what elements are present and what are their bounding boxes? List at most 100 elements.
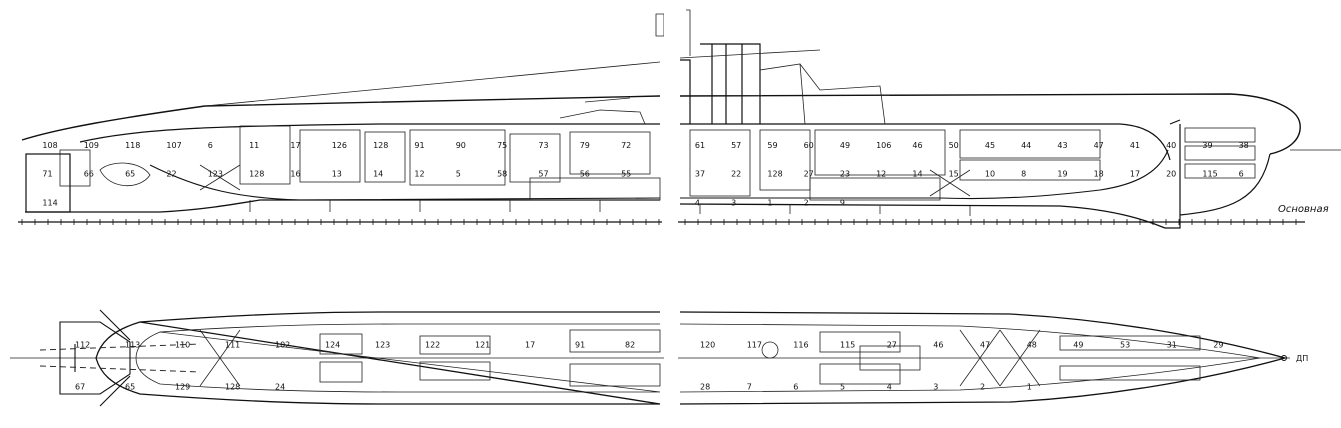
callout-label: 15	[949, 170, 959, 179]
callout-label: 108	[42, 141, 57, 150]
callout-label: 72	[621, 141, 631, 150]
callout-label: 126	[332, 141, 347, 150]
callout-label: 114	[42, 198, 57, 207]
callout-label: 23	[840, 170, 850, 179]
callout-label: 82	[625, 340, 635, 349]
callout-label: 5	[456, 170, 461, 179]
callout-label: 90	[456, 141, 466, 150]
callout-label: 7	[747, 382, 752, 391]
bow-form	[1165, 119, 1271, 229]
callout-label: 49	[1073, 340, 1083, 349]
callout-label: 2	[804, 198, 809, 207]
callout-label: 27	[804, 170, 814, 179]
stern-fin	[99, 162, 151, 187]
callout-label: 65	[125, 382, 135, 391]
callout-label: 17	[1130, 170, 1140, 179]
callout-label: 6	[208, 141, 213, 150]
callout-label: 22	[731, 170, 741, 179]
callout-label: 122	[425, 340, 440, 349]
callout-label: 123	[208, 170, 223, 179]
callout-label: 1	[1027, 382, 1032, 391]
callout-label: 16	[290, 170, 300, 179]
callout-label: 128	[767, 170, 782, 179]
callout-label: 56	[580, 170, 590, 179]
callout-label: 27	[887, 340, 897, 349]
callout-label: 110	[175, 340, 190, 349]
callout-label: 44	[1021, 141, 1031, 150]
callout-label: 91	[414, 141, 424, 150]
callout-label: 118	[125, 141, 140, 150]
callout-label: 1	[767, 198, 772, 207]
callout-label: 22	[166, 170, 176, 179]
callout-label: 37	[695, 170, 705, 179]
callout-label: 13	[332, 170, 342, 179]
callout-label: 116	[793, 340, 808, 349]
stern-planes	[59, 309, 131, 407]
callout-label: 3	[933, 382, 938, 391]
callout-label: 46	[912, 141, 922, 150]
baseline-label: Основная	[1278, 204, 1329, 215]
stern-compartment	[59, 149, 91, 187]
conning-tower	[680, 43, 761, 124]
callout-label: 91	[575, 340, 585, 349]
callout-label: 49	[840, 141, 850, 150]
callout-label: 121	[475, 340, 490, 349]
callout-label: 8	[1021, 170, 1026, 179]
callout-label: 38	[1239, 141, 1249, 150]
callout-label: 57	[731, 141, 741, 150]
callout-label: 41	[1130, 141, 1140, 150]
plan-compartments	[199, 329, 1201, 387]
callout-label: 65	[125, 170, 135, 179]
callout-label: 14	[373, 170, 383, 179]
frame-ticks	[21, 219, 1297, 225]
bridge-fairing	[759, 63, 886, 125]
callout-label: 31	[1167, 340, 1177, 349]
callout-label: 58	[497, 170, 507, 179]
callout-label: 107	[166, 141, 181, 150]
callout-label: 47	[1094, 141, 1104, 150]
callout-label: 19	[1057, 170, 1067, 179]
callout-label: 14	[912, 170, 922, 179]
callout-label: 60	[804, 141, 814, 150]
callout-label: 18	[1094, 170, 1104, 179]
callout-label: 59	[767, 141, 777, 150]
callout-label: 53	[1120, 340, 1130, 349]
plan-pressure-hull	[135, 323, 1261, 393]
bow-stem-point	[1281, 355, 1287, 361]
callout-label: 11	[249, 141, 259, 150]
sheet-split-gap	[664, 0, 678, 424]
callout-label: 109	[84, 141, 99, 150]
callout-label: 120	[700, 340, 715, 349]
callout-label: 115	[840, 340, 855, 349]
callout-label: 67	[75, 382, 85, 391]
stern-rudder-box	[25, 153, 71, 213]
callout-label: 61	[695, 141, 705, 150]
callout-label: 2	[980, 382, 985, 391]
hull-bottom-line	[25, 199, 1166, 229]
callout-label: 79	[580, 141, 590, 150]
callout-label: 17	[525, 340, 535, 349]
callout-label: 66	[84, 170, 94, 179]
callout-label: 128	[249, 170, 264, 179]
callout-label: 24	[275, 382, 285, 391]
callout-label: 45	[985, 141, 995, 150]
callout-label: 113	[125, 340, 140, 349]
callout-label: 128	[373, 141, 388, 150]
callout-label: 28	[700, 382, 710, 391]
callout-label: 3	[731, 198, 736, 207]
callout-label: 55	[621, 170, 631, 179]
callout-label: 123	[375, 340, 390, 349]
deck-gun-barrel	[584, 97, 631, 103]
callout-label: 57	[538, 170, 548, 179]
callout-label: 12	[414, 170, 424, 179]
callout-label: 48	[1027, 340, 1037, 349]
callout-label: 124	[325, 340, 340, 349]
callout-label: 112	[75, 340, 90, 349]
callout-label: 106	[876, 141, 891, 150]
